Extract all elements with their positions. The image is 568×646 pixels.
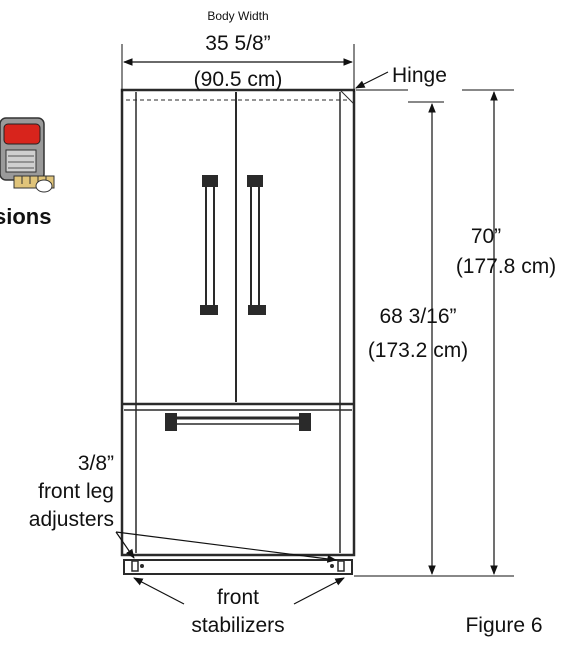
- drawer-handle: [165, 413, 311, 431]
- right-door-handle: [247, 175, 266, 315]
- width-inches-label: 35 5/8”: [205, 32, 270, 55]
- leg-adjuster-label-1: 3/8”: [78, 452, 114, 475]
- total-height-cm-label: (177.8 cm): [456, 255, 556, 278]
- refrigerator-outline: [120, 88, 356, 557]
- badge-text: sions: [0, 204, 51, 229]
- width-cm-label: (90.5 cm): [194, 68, 283, 91]
- body-height-dimension: [408, 101, 444, 575]
- stabilizer-label-2: stabilizers: [191, 614, 284, 637]
- hinge-leader: [355, 71, 408, 91]
- total-height-dimension: [354, 89, 514, 577]
- body-height-cm-label: (173.2 cm): [368, 339, 468, 362]
- leg-adjuster-label-2: front leg: [38, 480, 114, 503]
- left-door-handle: [200, 175, 218, 315]
- leg-adjuster-label-3: adjusters: [29, 508, 114, 531]
- stabilizer-leaders: [133, 577, 345, 605]
- body-width-caption: Body Width: [207, 9, 268, 23]
- width-dimension: [121, 44, 355, 92]
- tape-measure-icon: [0, 117, 55, 193]
- hinge-label: Hinge: [392, 64, 447, 87]
- total-height-inches-label: 70”: [471, 225, 501, 248]
- front-stabilizer-base: [123, 559, 353, 575]
- body-height-inches-label: 68 3/16”: [379, 305, 456, 328]
- stabilizer-label-1: front: [217, 586, 259, 609]
- figure-label: Figure 6: [465, 614, 542, 637]
- leg-adjuster-leaders: [115, 531, 337, 563]
